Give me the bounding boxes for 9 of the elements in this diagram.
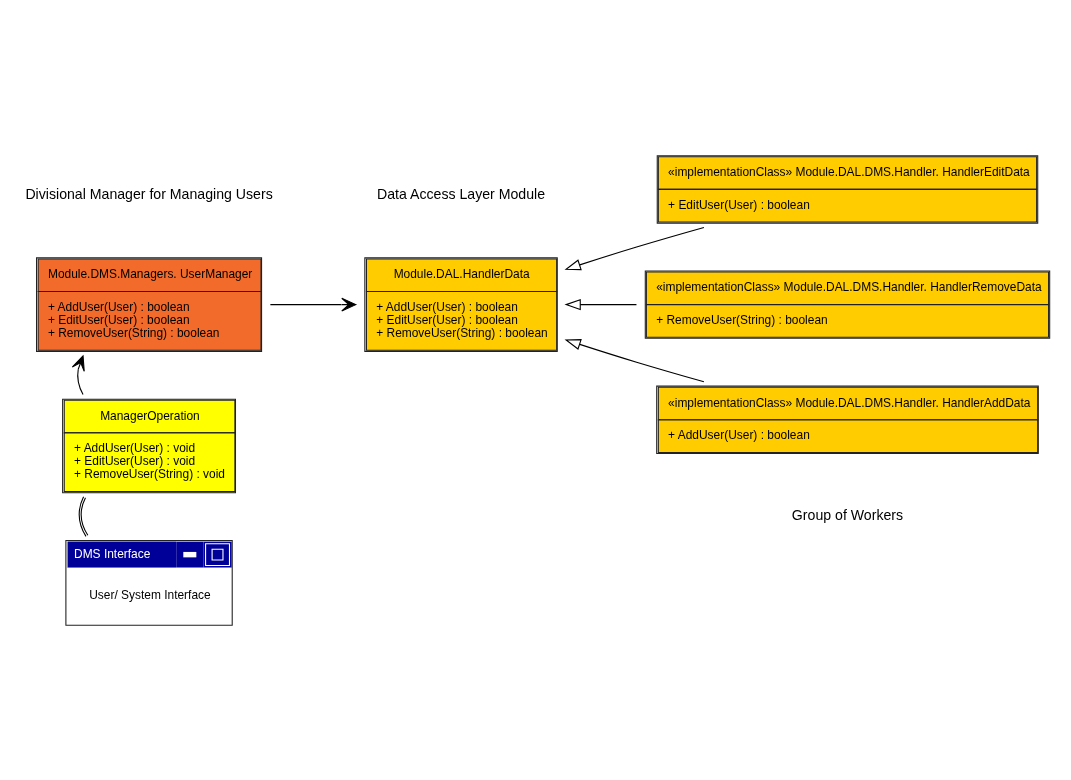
arrow	[564, 298, 637, 310]
arrow	[564, 338, 705, 382]
label: Divisional Manager for Managing Users	[25, 185, 273, 202]
arrow	[71, 354, 85, 395]
arrow	[564, 226, 705, 270]
label: Data Access Layer Module	[377, 185, 546, 202]
connector	[78, 495, 89, 537]
label: Group of Workers	[791, 506, 904, 523]
arrow	[269, 297, 357, 312]
